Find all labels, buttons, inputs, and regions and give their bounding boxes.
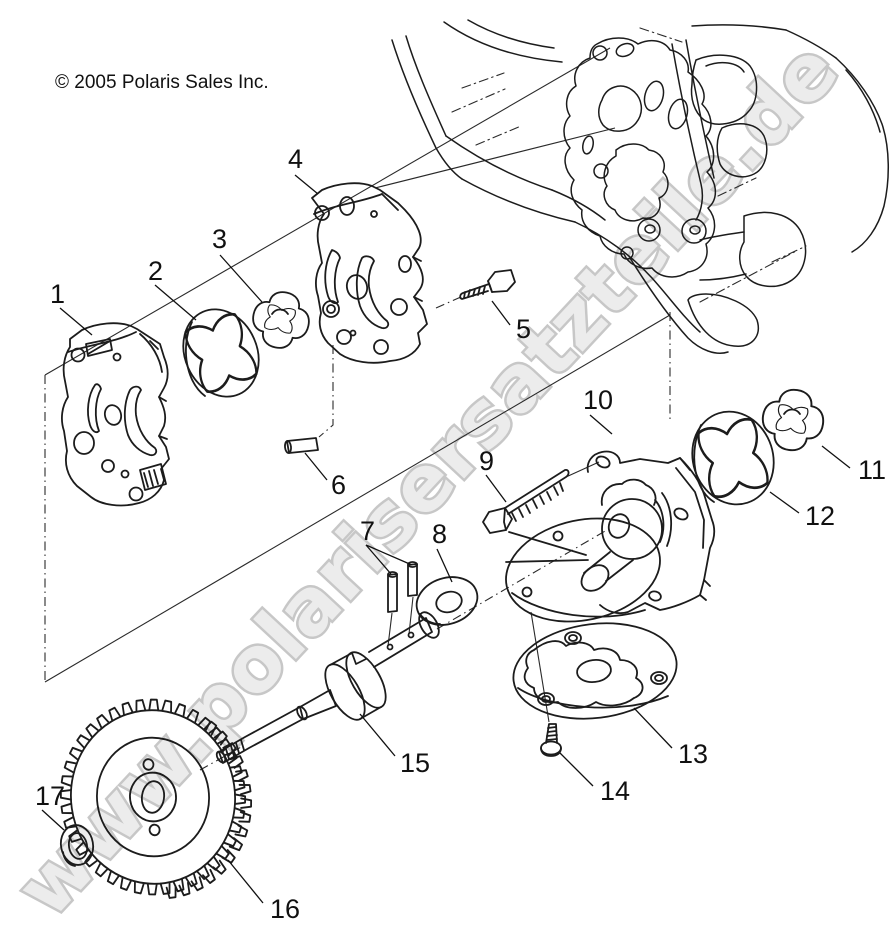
callout-14: 14 xyxy=(600,776,630,806)
callout-6: 6 xyxy=(331,470,346,500)
callout-9: 9 xyxy=(479,446,494,476)
part-4-pump-plate xyxy=(311,182,428,364)
part-8-washer xyxy=(415,576,479,626)
part-14-screw xyxy=(540,723,562,757)
part-9-bolt xyxy=(482,468,570,534)
callout-1: 1 xyxy=(50,279,65,309)
part-11-inner-rotor xyxy=(757,384,829,456)
crankcase-drawing xyxy=(391,19,889,354)
callout-11: 11 xyxy=(858,455,886,485)
callout-5: 5 xyxy=(516,314,531,344)
part-13-pump-cover xyxy=(512,622,678,720)
callout-12: 12 xyxy=(805,501,835,531)
callout-16: 16 xyxy=(270,894,300,924)
part-6-dowel-pin xyxy=(284,437,319,454)
copyright-text: © 2005 Polaris Sales Inc. xyxy=(55,72,269,93)
callout-2: 2 xyxy=(148,256,163,286)
part-7-pins xyxy=(387,561,418,613)
part-16-drive-gear xyxy=(59,698,253,900)
part-17-seal-ring xyxy=(59,824,95,867)
callout-10: 10 xyxy=(583,385,613,415)
callout-7: 7 xyxy=(360,516,375,546)
callout-4: 4 xyxy=(288,144,303,174)
part-2-outer-rotor xyxy=(181,308,261,398)
part-3-inner-rotor xyxy=(246,285,316,355)
callout-numbers: 1 2 3 4 5 6 7 8 9 10 11 12 13 14 15 16 1… xyxy=(35,144,886,924)
part-10-pump-housing xyxy=(505,450,716,623)
callout-15: 15 xyxy=(400,748,430,778)
construction-lines xyxy=(44,47,671,771)
callout-8: 8 xyxy=(432,519,447,549)
callout-3: 3 xyxy=(212,224,227,254)
part-5-bolt xyxy=(459,269,516,300)
callout-17: 17 xyxy=(35,781,65,811)
callout-13: 13 xyxy=(678,739,708,769)
callout-leader-lines xyxy=(41,174,851,904)
part-1-oil-pump-body xyxy=(61,322,170,507)
part-12-outer-rotor xyxy=(691,410,775,506)
watermark-text: www.polarisersatzteile.de xyxy=(0,25,856,934)
